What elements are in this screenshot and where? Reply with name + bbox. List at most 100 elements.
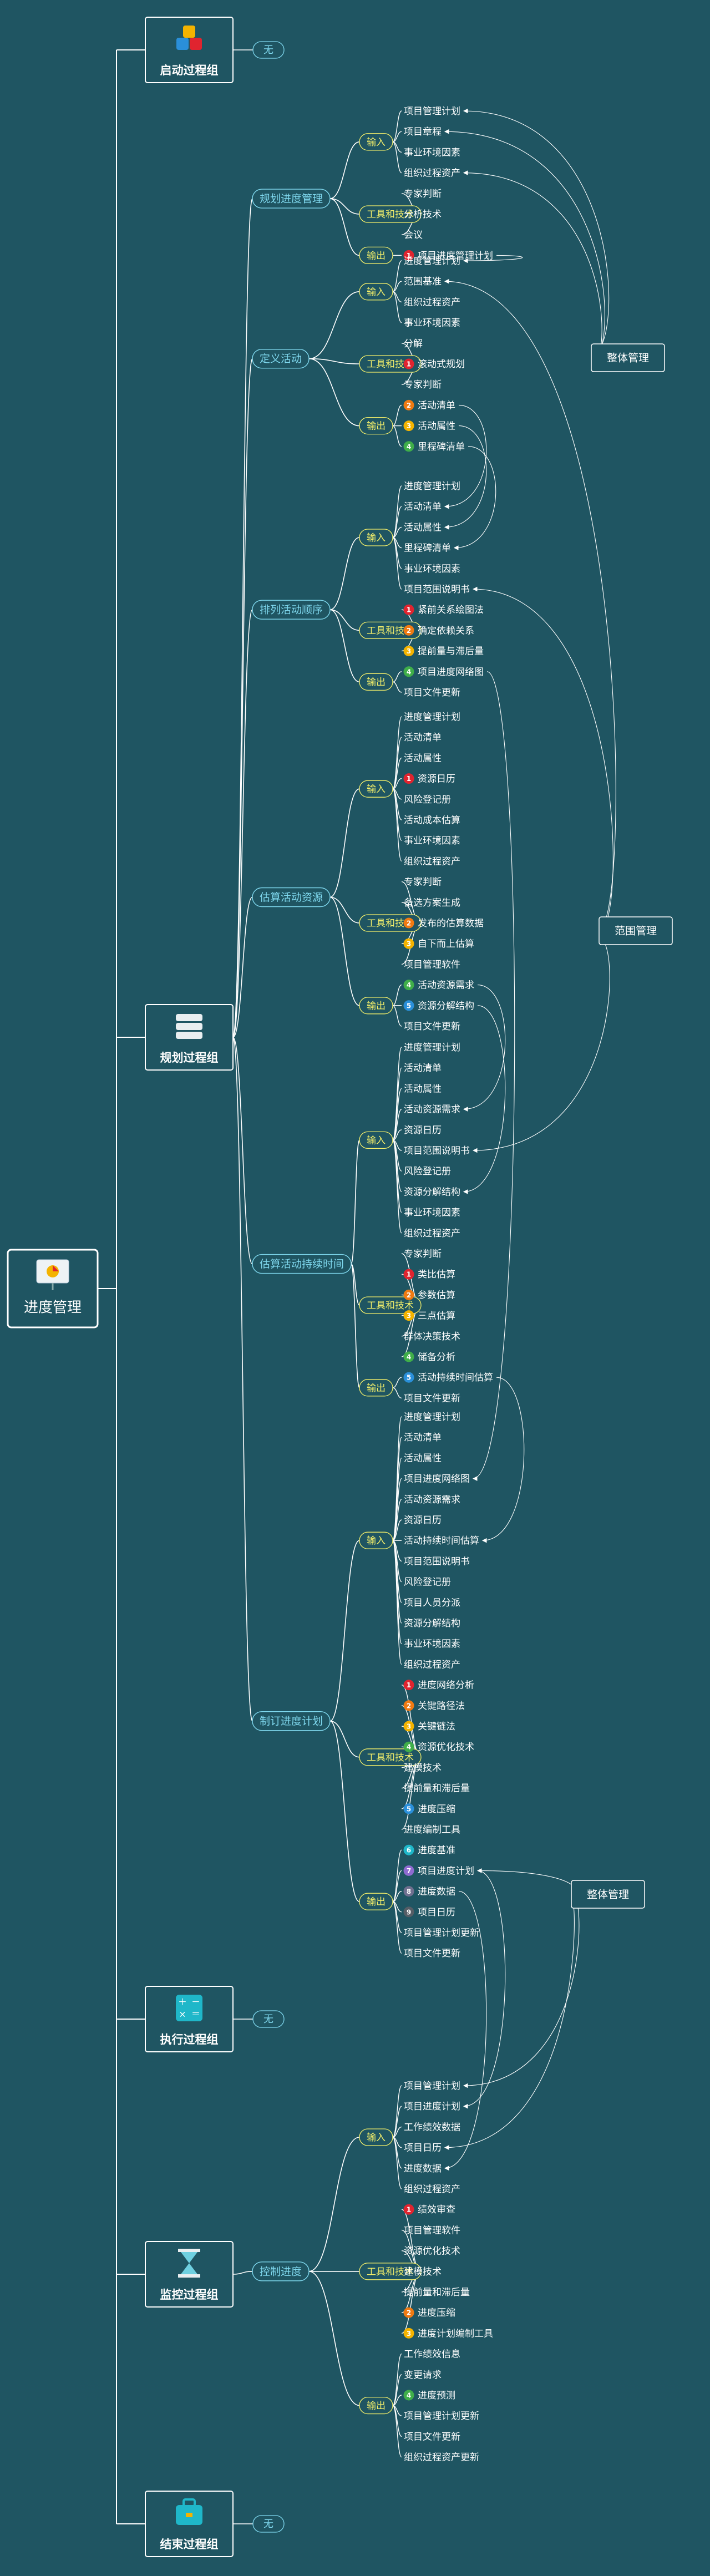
category-node[interactable]: 输出: [359, 246, 393, 265]
leaf-item[interactable]: 进度管理计划: [404, 481, 460, 492]
leaf-item[interactable]: 提前量和滞后量: [404, 1783, 470, 1794]
leaf-item[interactable]: 活动属性: [404, 753, 442, 764]
leaf-item[interactable]: 分解: [404, 338, 423, 349]
category-node[interactable]: 输入: [359, 529, 393, 546]
leaf-item[interactable]: 事业环境因素: [404, 835, 460, 846]
leaf-item[interactable]: 活动清单: [404, 501, 442, 513]
leaf-item[interactable]: 组织过程资产: [404, 1659, 460, 1670]
leaf-item[interactable]: 风险登记册: [404, 794, 451, 805]
leaf-item[interactable]: 进度管理计划: [404, 1412, 460, 1423]
leaf-item[interactable]: 进度编制工具: [404, 1824, 460, 1835]
leaf-item[interactable]: 工作绩效信息: [404, 2349, 460, 2360]
group-exec[interactable]: ＋－×＝执行过程组: [145, 1986, 234, 2052]
process-node[interactable]: 定义活动: [252, 349, 310, 369]
leaf-item[interactable]: 项目文件更新: [404, 2431, 460, 2442]
group-monitor[interactable]: 监控过程组: [145, 2241, 234, 2308]
leaf-item[interactable]: 事业环境因素: [404, 1208, 460, 1219]
leaf-item[interactable]: 项目管理计划更新: [404, 2411, 479, 2422]
leaf-item[interactable]: 项目章程: [404, 126, 442, 138]
reference-node[interactable]: 整体管理: [571, 1880, 645, 1909]
leaf-item[interactable]: 建模技术: [404, 1762, 442, 1773]
leaf-item[interactable]: 项目管理软件: [404, 959, 460, 970]
root-node[interactable]: 进度管理: [7, 1249, 99, 1328]
leaf-item[interactable]: 活动属性: [404, 522, 442, 533]
leaf-item[interactable]: 组织过程资产: [404, 297, 460, 308]
leaf-item[interactable]: 项目管理软件: [404, 2225, 460, 2236]
category-node[interactable]: 输出: [359, 417, 393, 435]
leaf-item[interactable]: 项目管理计划更新: [404, 1928, 479, 1939]
leaf-item[interactable]: 资源优化技术: [404, 2246, 460, 2257]
process-node[interactable]: 控制进度: [252, 2261, 310, 2281]
leaf-item[interactable]: 事业环境因素: [404, 147, 460, 158]
leaf-item[interactable]: 进度数据: [404, 2163, 442, 2174]
leaf-item[interactable]: 项目文件更新: [404, 1393, 460, 1404]
leaf-item[interactable]: 范围基准: [404, 276, 442, 287]
category-node[interactable]: 输入: [359, 2128, 393, 2146]
leaf-item[interactable]: 活动成本估算: [404, 815, 460, 826]
leaf-item[interactable]: 项目进度网络图: [404, 1474, 470, 1485]
category-node[interactable]: 工具和技术: [359, 1748, 422, 1766]
category-node[interactable]: 工具和技术: [359, 2263, 422, 2280]
leaf-item[interactable]: 组织过程资产: [404, 856, 460, 867]
leaf-item[interactable]: 事业环境因素: [404, 318, 460, 329]
group-plan[interactable]: 规划过程组: [145, 1004, 234, 1071]
leaf-item[interactable]: 提前量和滞后量: [404, 2287, 470, 2298]
leaf-item[interactable]: 资源分解结构: [404, 1618, 460, 1629]
leaf-item[interactable]: 资源日历: [404, 1515, 442, 1526]
leaf-item[interactable]: 分析技术: [404, 209, 442, 220]
leaf-item[interactable]: 活动清单: [404, 1063, 442, 1074]
leaf-item[interactable]: 专家判断: [404, 1249, 442, 1260]
leaf-item[interactable]: 组织过程资产更新: [404, 2452, 479, 2463]
category-node[interactable]: 输出: [359, 1893, 393, 1910]
leaf-item[interactable]: 里程碑清单: [404, 543, 451, 554]
leaf-item[interactable]: 风险登记册: [404, 1166, 451, 1177]
leaf-item[interactable]: 组织过程资产: [404, 2184, 460, 2195]
leaf-item[interactable]: 事业环境因素: [404, 1639, 460, 1650]
leaf-item[interactable]: 活动清单: [404, 1432, 442, 1443]
leaf-item[interactable]: 活动持续时间估算: [404, 1535, 479, 1546]
category-node[interactable]: 输入: [359, 133, 393, 151]
category-node[interactable]: 输出: [359, 1379, 393, 1397]
category-node[interactable]: 工具和技术: [359, 1296, 422, 1314]
leaf-item[interactable]: 项目管理计划: [404, 106, 460, 117]
leaf-item[interactable]: 风险登记册: [404, 1577, 451, 1588]
process-node[interactable]: 排列活动顺序: [252, 600, 331, 620]
leaf-item[interactable]: 活动属性: [404, 1083, 442, 1094]
category-node[interactable]: 输入: [359, 780, 393, 798]
category-node[interactable]: 输入: [359, 1532, 393, 1549]
process-node[interactable]: 制订进度计划: [252, 1711, 331, 1731]
category-node[interactable]: 输出: [359, 2396, 393, 2415]
leaf-item[interactable]: 项目进度计划: [404, 2101, 460, 2112]
leaf-item[interactable]: 项目日历: [404, 2143, 442, 2154]
leaf-item[interactable]: 项目文件更新: [404, 687, 460, 698]
leaf-item[interactable]: 事业环境因素: [404, 564, 460, 575]
leaf-item[interactable]: 组织过程资产: [404, 168, 460, 179]
leaf-item[interactable]: 项目范围说明书: [404, 584, 470, 595]
process-node[interactable]: 规划进度管理: [252, 189, 331, 209]
